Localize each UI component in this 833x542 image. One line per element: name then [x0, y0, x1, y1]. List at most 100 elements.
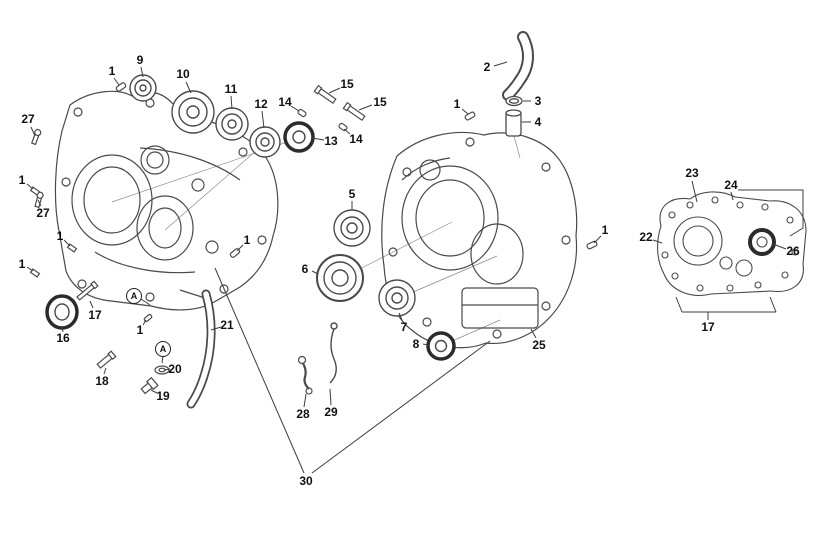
callout-27-16: 27: [36, 206, 50, 220]
leader-line-20: [163, 368, 171, 371]
callout-1-34: 1: [601, 223, 609, 237]
drain-tube-21: [186, 289, 216, 409]
leader-line-1: [63, 239, 71, 247]
callout-18-25: 18: [95, 374, 109, 388]
leader-line-17: [89, 300, 94, 309]
callout-5-29: 5: [348, 187, 356, 201]
leader-line-1: [236, 244, 244, 252]
leader-line-14: [343, 128, 351, 135]
callout-17-21: 17: [88, 308, 102, 322]
leader-line-21: [210, 326, 222, 331]
leader-lines: [26, 61, 804, 474]
bolt-18: [96, 350, 117, 369]
callout-6-30: 6: [301, 262, 309, 276]
leader-line-1: [461, 108, 469, 115]
side-cover-view: [657, 191, 807, 296]
bearing-6: [316, 254, 364, 302]
callout-A-24: A: [155, 341, 171, 357]
assembly-axis-lines: [111, 135, 521, 347]
leader-line-18: [103, 367, 107, 375]
leader-line-17: [675, 296, 683, 313]
leader-line-6: [311, 270, 319, 275]
bolt-15-a: [313, 84, 337, 105]
leader-line-16: [61, 325, 64, 333]
leader-line-A: [161, 355, 164, 364]
leader-line-11: [230, 95, 233, 110]
leader-line-13: [311, 137, 325, 141]
leader-line-24: [738, 189, 804, 237]
callout-14-6: 14: [278, 95, 292, 109]
leader-line-15: [358, 104, 373, 111]
leader-line-30: [311, 340, 491, 474]
callout-1-1: 1: [108, 64, 116, 78]
leader-line-26: [772, 243, 787, 250]
callout-29-36: 29: [324, 405, 338, 419]
leader-line-27: [37, 199, 42, 207]
callout-10-3: 10: [176, 67, 190, 81]
bearing-10: [171, 90, 215, 134]
callout-9-2: 9: [136, 53, 144, 67]
leader-line-17: [769, 296, 777, 313]
bolt-15-b: [342, 101, 366, 122]
leader-line-29: [329, 388, 332, 406]
screw-27-lower: [34, 191, 44, 209]
callout-A-20: A: [126, 288, 142, 304]
leader-line-28: [303, 393, 307, 408]
bearing-5: [333, 209, 371, 247]
callout-19-27: 19: [156, 389, 170, 403]
leader-line-9: [140, 66, 144, 78]
leader-line-30: [214, 267, 305, 474]
dowel-14-a: [297, 108, 307, 118]
screw-27-upper: [30, 128, 42, 146]
washer-20: [154, 365, 170, 375]
dowel-pin-1-c: [464, 111, 476, 121]
callout-30-37: 30: [299, 474, 313, 488]
leader-line-14: [290, 105, 300, 112]
leader-line-1: [142, 319, 147, 326]
bearings: [45, 74, 456, 361]
bearing-11: [215, 107, 249, 141]
leader-line-1: [26, 266, 34, 272]
callout-1-23: 1: [136, 323, 144, 337]
bearing-7: [378, 279, 416, 317]
callout-24-40: 24: [724, 178, 738, 192]
dowel-14-b: [338, 122, 348, 132]
callout-1-15: 1: [18, 173, 26, 187]
callout-21-28: 21: [220, 318, 234, 332]
bolt-17: [76, 280, 99, 301]
leader-line-27: [30, 126, 36, 137]
oil-seal-16: [45, 294, 79, 330]
leader-line-22: [652, 239, 663, 244]
leader-line-A: [140, 298, 151, 306]
callout-15-7: 15: [340, 77, 354, 91]
leader-line-25: [530, 328, 537, 339]
leader-line-23: [691, 180, 698, 203]
dowel-pin-1-d: [586, 240, 598, 250]
callout-1-17: 1: [56, 229, 64, 243]
callout-15-8: 15: [373, 95, 387, 109]
callout-13-9: 13: [324, 134, 338, 148]
callout-17-42: 17: [701, 320, 715, 334]
leader-line-12: [261, 110, 265, 129]
callout-22-38: 22: [639, 230, 653, 244]
callout-1-18: 1: [18, 257, 26, 271]
bearing-9: [129, 74, 157, 102]
leader-line-15: [328, 87, 341, 94]
right-crankcase-half: [381, 131, 578, 349]
leader-line-8: [422, 343, 429, 346]
breather-tube-2: [502, 31, 534, 101]
callout-23-39: 23: [685, 166, 699, 180]
callout-1-19: 1: [243, 233, 251, 247]
leader-line-10: [185, 81, 192, 94]
leader-line-24: [730, 191, 734, 201]
guide-wire-29: [329, 322, 338, 384]
callout-2-11: 2: [483, 60, 491, 74]
callout-14-10: 14: [349, 132, 363, 146]
callout-4-14: 4: [534, 115, 542, 129]
callout-12-5: 12: [254, 97, 268, 111]
callout-7-31: 7: [400, 320, 408, 334]
callout-11-4: 11: [224, 82, 238, 96]
leader-line-1: [593, 235, 602, 244]
